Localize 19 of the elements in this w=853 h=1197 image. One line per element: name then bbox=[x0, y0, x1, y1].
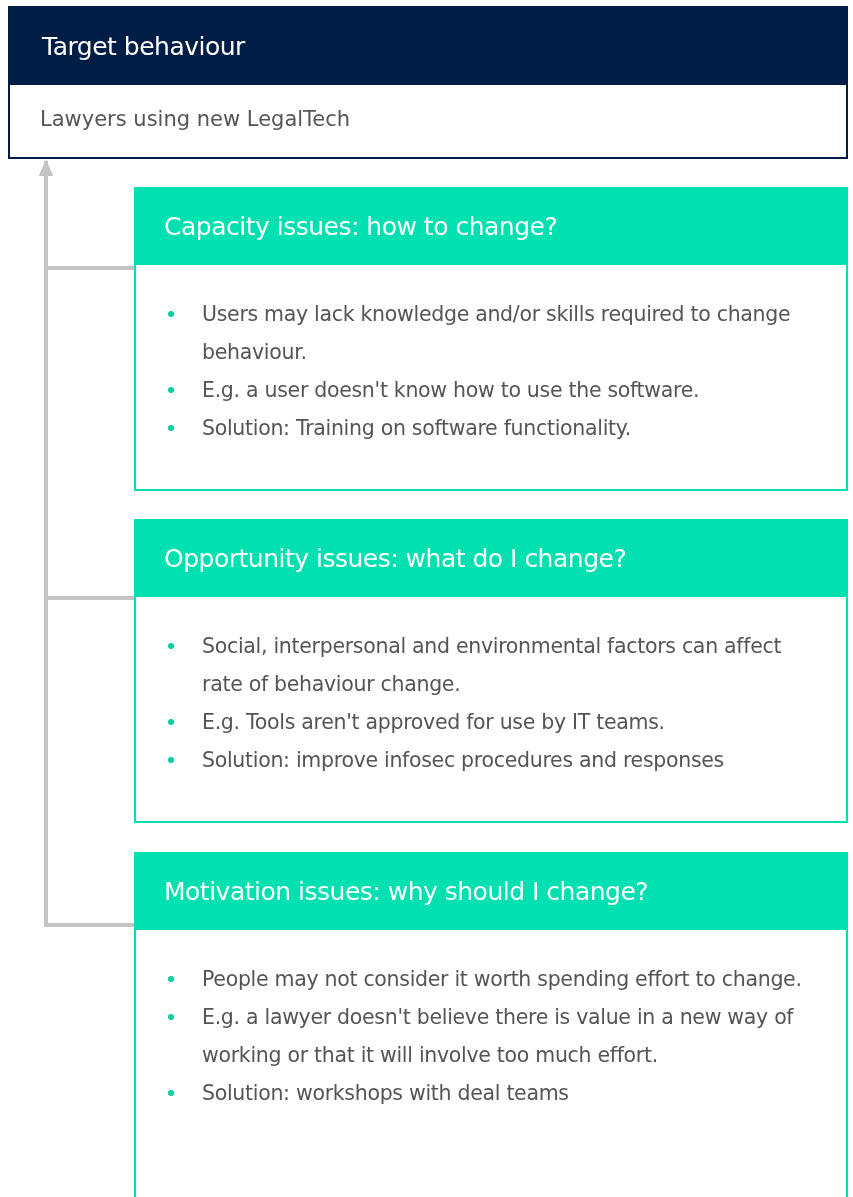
bullet-text: Solution: Training on software functionality. bbox=[202, 416, 631, 440]
connector-arrow bbox=[39, 160, 134, 927]
bullet-text: Solution: improve infosec procedures and responses bbox=[202, 748, 724, 772]
bullet-text: E.g. a user doesn't know how to use the software. bbox=[202, 378, 700, 402]
bullet-text: Social, interpersonal and environmental factors can affect rate of behaviour change. bbox=[202, 634, 782, 696]
target-box bbox=[8, 6, 848, 159]
bullet-text: E.g. Tools aren't approved for use by IT teams. bbox=[202, 710, 665, 734]
bullet-text: People may not consider it worth spending effort to change. bbox=[202, 967, 802, 991]
heading: Opportunity issues: what do I change? bbox=[164, 543, 627, 573]
bullet-text: E.g. a lawyer doesn't believe there is value in a new way of working or that it will involve too much effort. bbox=[202, 1005, 794, 1067]
heading: Motivation issues: why should I change? bbox=[164, 876, 649, 906]
body-text: Lawyers using new LegalTech bbox=[40, 107, 351, 131]
bullet-text: Solution: workshops with deal teams bbox=[202, 1081, 569, 1105]
issue-card bbox=[134, 519, 848, 823]
heading: Target behaviour bbox=[42, 32, 245, 61]
issue-card bbox=[134, 852, 848, 1197]
heading: Capacity issues: how to change? bbox=[164, 211, 558, 241]
issue-card bbox=[134, 187, 848, 491]
bullet-text: Users may lack knowledge and/or skills required to change behaviour. bbox=[202, 302, 791, 364]
